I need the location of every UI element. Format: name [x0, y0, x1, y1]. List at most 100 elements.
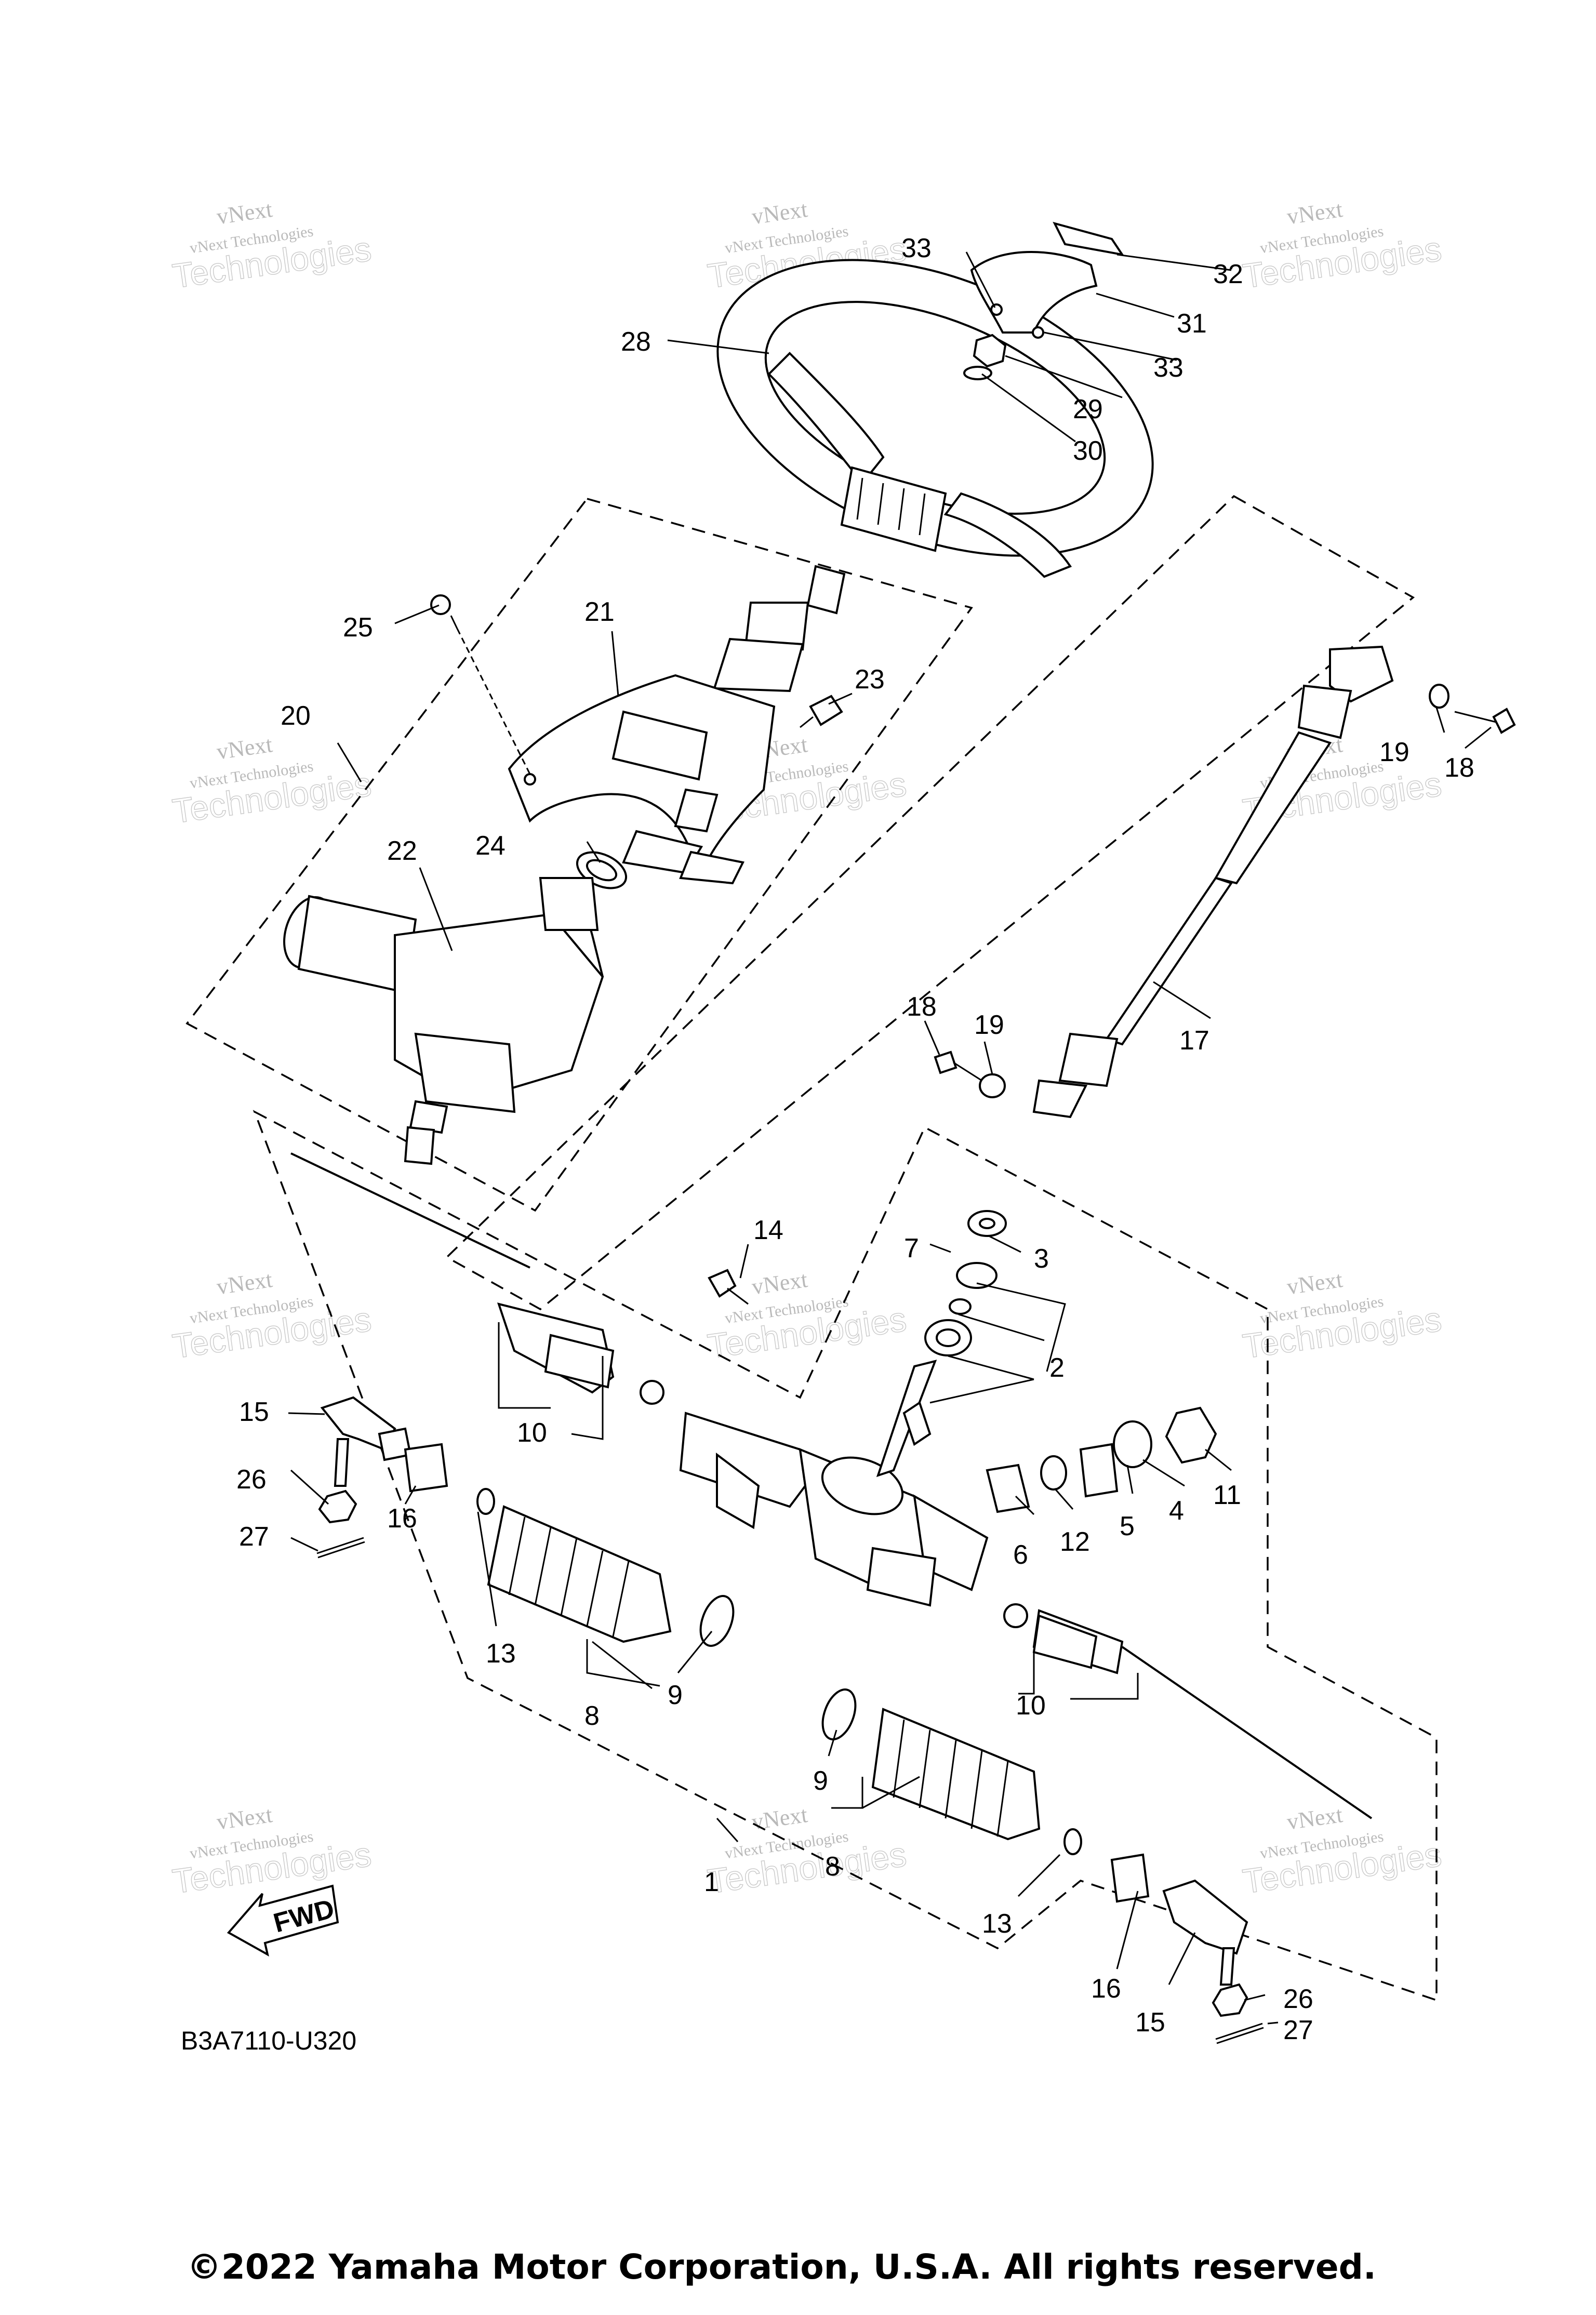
inner-tie-rod-right	[1003, 1603, 1098, 1669]
steering-column	[508, 565, 846, 885]
dashed-group-outlines	[185, 495, 1438, 2002]
callout-24: 24	[475, 831, 506, 861]
rack-boot-left	[487, 1505, 672, 1643]
copyright-notice: ©2022 Yamaha Motor Corporation, U.S.A. A…	[187, 2247, 1376, 2287]
callout-7: 7	[904, 1233, 919, 1263]
spacer-left	[404, 1443, 448, 1493]
callout-16-left: 16	[387, 1504, 417, 1534]
callout-3: 3	[1034, 1244, 1049, 1274]
callout-labels: 1 2 3 4 5 6 7 8 8 9 9 10 10 11 12 13 13 …	[236, 233, 1474, 2045]
callout-31: 31	[1177, 309, 1207, 339]
column-assembly-outline	[185, 497, 973, 1212]
clamp-right	[821, 1688, 857, 1740]
watermark: vNext vNext Technologies Technologies	[1240, 1267, 1444, 1366]
svg-text:vNext: vNext	[215, 196, 274, 229]
tie-rod-end-left	[320, 1396, 412, 1487]
callout-6: 6	[1013, 1540, 1028, 1570]
callout-12: 12	[1060, 1527, 1090, 1557]
callout-22: 22	[387, 836, 417, 866]
watermark: vNext vNext Technologies Technologies	[1240, 196, 1444, 296]
clip-left	[476, 1488, 495, 1515]
callout-19-lower: 19	[974, 1010, 1004, 1040]
watermark: vNext vNext Technologies Technologies	[170, 1802, 374, 1901]
callout-32: 32	[1213, 259, 1243, 289]
callout-16-right: 16	[1091, 1974, 1121, 2004]
callout-25: 25	[343, 613, 373, 643]
callout-15-right: 15	[1135, 2007, 1165, 2038]
steering-shaft-outline	[445, 495, 1415, 1311]
callout-27-right: 27	[1283, 2015, 1313, 2045]
rack-boot-right	[871, 1708, 1041, 1841]
nut-right	[1212, 1983, 1248, 2017]
inner-tie-rod-left	[544, 1334, 664, 1405]
washer-19-upper	[1429, 684, 1449, 709]
svg-text:vNext: vNext	[215, 731, 274, 764]
cap-screw	[1032, 326, 1044, 339]
callout-19-upper: 19	[1379, 737, 1409, 767]
callout-18-upper: 18	[1444, 753, 1474, 783]
rack-adjuster	[986, 1406, 1217, 1513]
cotter-pin-right	[1215, 2023, 1264, 2044]
wheel-nut	[973, 334, 1007, 368]
callout-15-left: 15	[239, 1397, 269, 1427]
cap-emblem	[1053, 221, 1125, 256]
callout-13-left: 13	[486, 1639, 516, 1669]
callout-10-right: 10	[1016, 1691, 1046, 1721]
rack-assembly-outline	[252, 1110, 1438, 2002]
steering-wheel-cap-parts	[963, 221, 1125, 380]
eps-unit	[283, 877, 604, 1165]
callout-10-left: 10	[517, 1418, 547, 1448]
watermark: vNext vNext Technologies Technologies	[170, 731, 374, 831]
callout-2: 2	[1049, 1353, 1065, 1383]
nut-left	[318, 1489, 357, 1524]
callout-1: 1	[704, 1867, 719, 1897]
bolt-18-upper	[1454, 708, 1516, 734]
callout-17: 17	[1179, 1026, 1209, 1056]
callout-8-right: 8	[825, 1852, 840, 1882]
callout-21: 21	[584, 597, 615, 627]
callout-30: 30	[1073, 436, 1103, 466]
watermark: vNext vNext Technologies Technologies	[170, 196, 374, 296]
callout-27-left: 27	[239, 1522, 269, 1552]
svg-text:vNext: vNext	[750, 1267, 809, 1299]
pinion-bearings	[924, 1210, 1007, 1356]
callout-9-left: 9	[668, 1680, 683, 1710]
callout-5: 5	[1120, 1511, 1135, 1541]
svg-text:vNext: vNext	[215, 1802, 274, 1834]
watermark: vNext vNext Technologies Technologies	[705, 1267, 909, 1366]
bolt-25	[430, 594, 531, 775]
bolt-18-lower	[934, 1050, 982, 1082]
callout-26-left: 26	[236, 1465, 267, 1495]
svg-text:vNext: vNext	[215, 1267, 274, 1299]
svg-text:vNext: vNext	[1285, 1267, 1344, 1299]
clip-right	[1063, 1828, 1082, 1855]
callout-11: 11	[1213, 1480, 1241, 1510]
callout-28: 28	[621, 327, 651, 357]
callout-26-right: 26	[1283, 1984, 1313, 2014]
callout-23: 23	[855, 664, 885, 695]
watermark: vNext vNext Technologies Technologies	[170, 1267, 374, 1366]
cotter-pin-left	[316, 1537, 365, 1559]
callout-33-right: 33	[1153, 353, 1183, 383]
tie-rod-end-right	[1162, 1879, 1248, 1986]
callout-4: 4	[1169, 1496, 1184, 1526]
callout-20: 20	[281, 701, 311, 731]
watermark: vNext vNext Technologies Technologies	[1240, 1802, 1444, 1901]
svg-text:vNext: vNext	[750, 1802, 809, 1834]
callout-18-lower: 18	[907, 992, 937, 1022]
steering-wheel	[716, 259, 1154, 578]
diagram-code: B3A7110-U320	[181, 2026, 356, 2055]
steering-shaft	[1032, 645, 1394, 1119]
pinion	[876, 1360, 937, 1478]
callout-9-right: 9	[813, 1766, 828, 1796]
cap-screw	[990, 303, 1003, 316]
svg-text:vNext: vNext	[1285, 1802, 1344, 1834]
watermark: vNext vNext Technologies Technologies	[705, 1802, 909, 1901]
spacer-right	[1110, 1853, 1150, 1903]
callout-8-left: 8	[584, 1701, 600, 1731]
clamp-left	[699, 1595, 735, 1647]
callout-13-right: 13	[982, 1909, 1012, 1939]
svg-text:vNext: vNext	[1285, 196, 1344, 229]
cap-cover	[970, 251, 1098, 334]
